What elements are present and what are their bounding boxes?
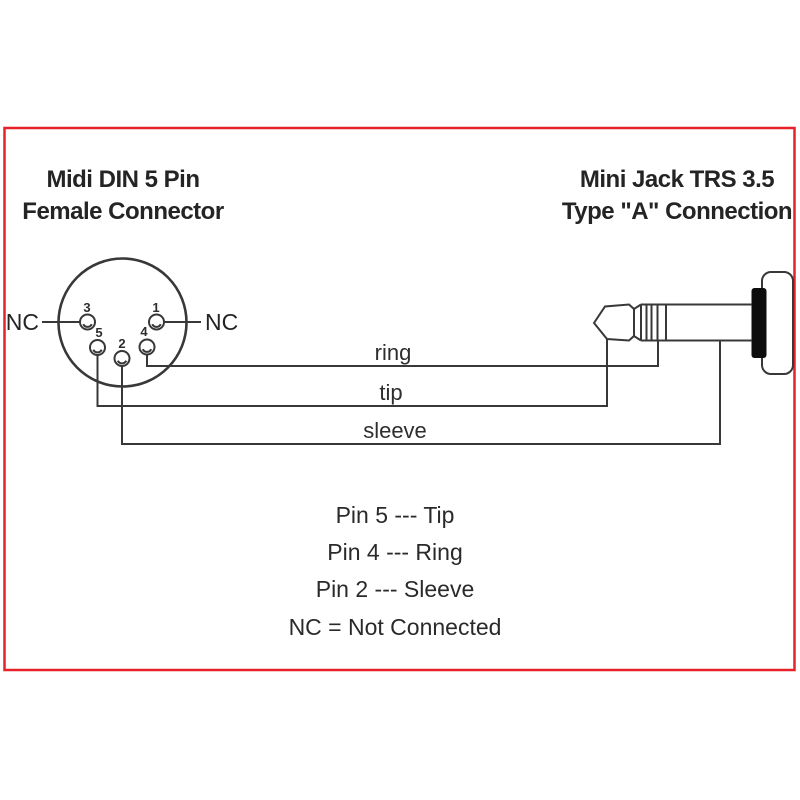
din-pin-2-number: 2 [118, 336, 125, 351]
jack-taper [633, 303, 642, 342]
left-title: Midi DIN 5 Pin Female Connector [22, 166, 224, 225]
right-title: Mini Jack TRS 3.5 Type "A" Connection [562, 166, 793, 225]
left-title-line2: Female Connector [22, 198, 224, 225]
nc-right-label: NC [205, 309, 238, 335]
din-pin-1: 1 [148, 300, 165, 331]
red-border-frame [3, 126, 796, 672]
jack-ring-bands [645, 304, 667, 341]
trs-jack [592, 271, 794, 375]
din-pin-4-notch [141, 348, 153, 353]
din-connector: NC NC 3 1 5 [6, 257, 238, 388]
din-pin-1-notch [151, 323, 162, 328]
tip-wire [96, 339, 608, 407]
sleeve-wire-label: sleeve [363, 418, 427, 443]
din-pin-5: 5 [89, 325, 106, 356]
legend-row-nc: NC = Not Connected [289, 614, 502, 640]
wires: ring tip sleeve [96, 339, 721, 445]
jack-barrel [641, 303, 752, 342]
legend: Pin 5 --- Tip Pin 4 --- Ring Pin 2 --- S… [289, 502, 502, 640]
din-pin-3: 3 [79, 300, 96, 331]
sleeve-wire [121, 341, 721, 445]
legend-row-pin5-tip: Pin 5 --- Tip [336, 502, 455, 528]
ring-wire [146, 341, 659, 367]
legend-row-pin4-ring: Pin 4 --- Ring [327, 539, 462, 565]
din-pin-1-number: 1 [152, 300, 159, 315]
jack-tip-shape [592, 303, 635, 342]
legend-row-pin2-sleeve: Pin 2 --- Sleeve [316, 576, 475, 602]
jack-cap [761, 271, 794, 375]
right-title-line2: Type "A" Connection [562, 198, 792, 225]
din-pin-3-notch [82, 323, 93, 328]
din-pin-5-notch [92, 349, 103, 354]
ring-wire-label: ring [375, 340, 412, 365]
tip-wire-label: tip [379, 380, 402, 405]
din-pin-2-notch [116, 360, 128, 365]
left-title-line1: Midi DIN 5 Pin [46, 166, 199, 193]
din-pin-4: 4 [138, 324, 156, 356]
nc-left-label: NC [6, 309, 39, 335]
din-pin-4-number: 4 [140, 324, 148, 339]
din-pin-5-number: 5 [95, 325, 102, 340]
din-pin-3-number: 3 [83, 300, 90, 315]
jack-washer [751, 288, 767, 358]
right-title-line1: Mini Jack TRS 3.5 [580, 166, 774, 193]
din-pin-2: 2 [113, 336, 131, 367]
